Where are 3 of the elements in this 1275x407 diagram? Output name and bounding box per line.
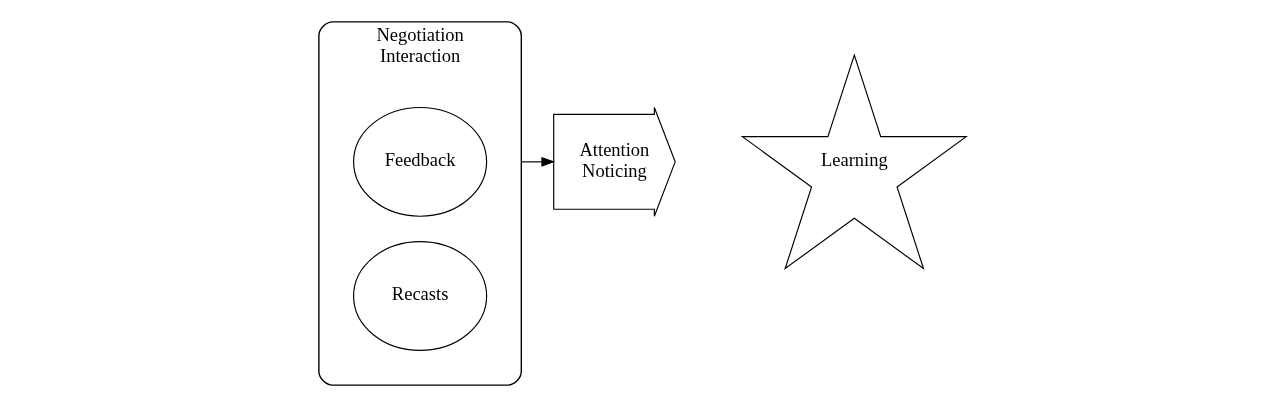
node-ellipse: Feedback <box>352 106 487 217</box>
arrow <box>520 157 555 167</box>
node-ellipse: Recasts <box>352 241 487 351</box>
